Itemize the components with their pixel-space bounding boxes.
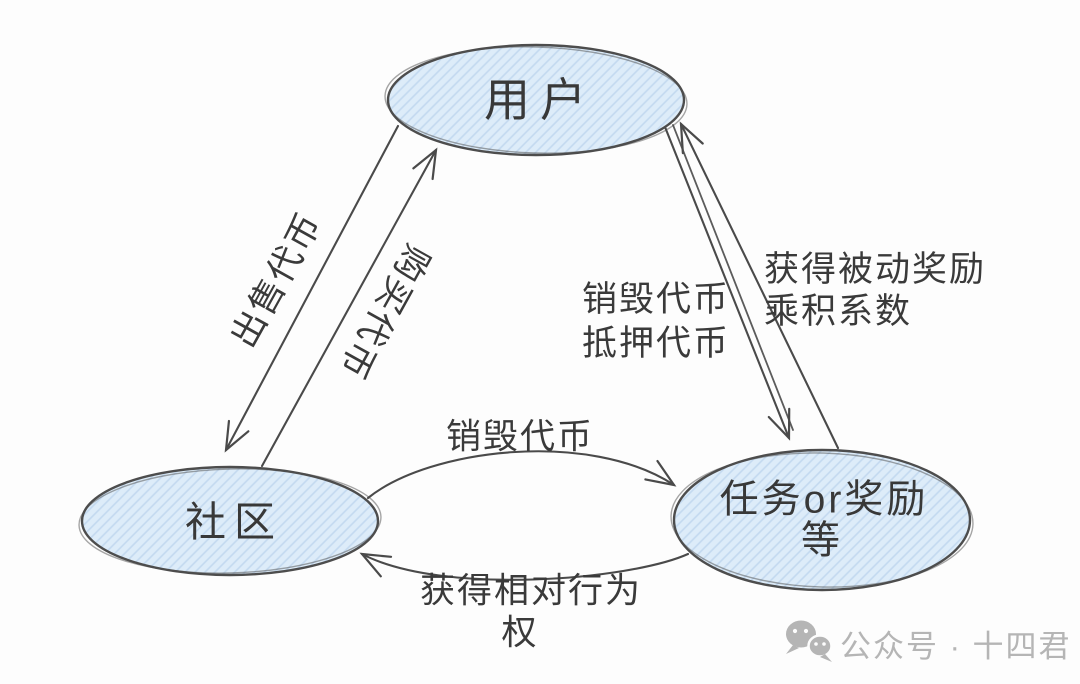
edge-burn-stake-tokens-sketch-line [672, 124, 794, 431]
node-community-label: 社区 [185, 499, 283, 545]
edge-buy-tokens-line [260, 147, 438, 468]
edge-relative-behavior-rights: 获得相对行为 权 [359, 552, 690, 653]
node-community-shape [80, 465, 380, 577]
edge-relative-behavior-rights-line [359, 552, 690, 581]
node-tasks-sketch-outline [670, 452, 974, 588]
edge-burn-tokens-line [366, 450, 677, 500]
edge-relative-behavior-rights-label-line2: 权 [501, 614, 538, 653]
edge-burn-tokens-label: 销毁代币 [446, 418, 594, 457]
node-tasks: 任务or奖励 等 [670, 448, 974, 592]
edge-sell-tokens: 出售代币 [224, 124, 400, 453]
node-community: 社区 [78, 465, 382, 577]
edge-burn-stake-tokens-label-line2: 抵押代币 [582, 324, 730, 363]
edge-burn-stake-tokens: 销毁代币 抵押代币 [582, 124, 794, 441]
edge-sell-tokens-label: 出售代币 [224, 206, 330, 354]
edge-passive-reward-multiplier-label-line1: 获得被动奖励 [764, 250, 986, 289]
edge-burn-stake-tokens-line [663, 125, 791, 441]
watermark-text: 公众号 · 十四君 [840, 629, 1072, 664]
edge-burn-tokens: 销毁代币 [366, 418, 677, 500]
edge-buy-tokens: 购买代币 [260, 147, 438, 468]
edge-passive-reward-multiplier-label-line2: 乘积系数 [764, 292, 912, 331]
watermark: 公众号 · 十四君 [786, 620, 1072, 664]
edge-burn-stake-tokens-label-line1: 销毁代币 [582, 280, 730, 319]
edge-passive-reward-multiplier-line [679, 121, 840, 450]
node-user-label: 用户 [484, 74, 596, 126]
edge-sell-tokens-line [224, 124, 400, 453]
edge-relative-behavior-rights-label-line1: 获得相对行为 [420, 572, 642, 611]
node-tasks-label-line2: 等 [801, 520, 843, 563]
node-user: 用户 [384, 43, 688, 157]
node-tasks-label-line1: 任务or奖励 [720, 479, 929, 522]
wechat-icon [786, 620, 833, 662]
node-tasks-shape [672, 448, 972, 592]
node-user-sketch-outline [384, 46, 688, 154]
node-community-sketch-outline [78, 468, 382, 574]
node-user-shape [386, 43, 686, 157]
edge-passive-reward-multiplier: 获得被动奖励 乘积系数 [679, 121, 986, 450]
